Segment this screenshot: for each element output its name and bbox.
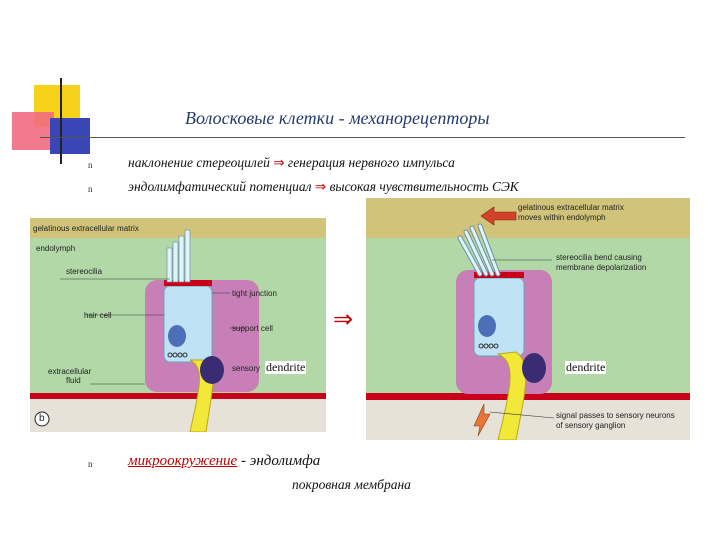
lower-fluid-right <box>366 400 690 440</box>
gel-matrix-layer <box>30 218 326 238</box>
bullet-2-cause: эндолимфатический потенциал <box>128 179 312 194</box>
movement-arrow <box>480 206 517 226</box>
decor-red-square <box>12 112 54 150</box>
gel-matrix-layer-right <box>366 198 690 238</box>
label-gel-right: gelatinous extracellular matrix <box>518 203 624 212</box>
membrane-line <box>30 393 326 399</box>
microenvironment-term: микроокружение <box>128 453 238 469</box>
left-hair-cell-diagram <box>30 218 326 432</box>
label-ganglion: of sensory ganglion <box>556 421 626 430</box>
label-moves: moves within endolymph <box>518 213 606 222</box>
label-gel-left: gelatinous extracellular matrix <box>33 224 139 233</box>
signal-arrow <box>473 403 491 437</box>
label-fluid: fluid <box>66 376 81 385</box>
bullet-2: эндолимфатический потенциал ⇒ высокая чу… <box>128 179 519 195</box>
label-depolarization: membrane depolarization <box>556 263 647 272</box>
dendrite-label-left: dendrite <box>265 360 307 374</box>
hair-cell <box>163 285 213 363</box>
bullet-marker-3: n <box>88 459 93 469</box>
endolymph-term: - эндолимфа <box>237 453 321 469</box>
bullet-1-effect: генерация нервного импульса <box>287 155 455 170</box>
slide-title: Волосковые клетки - механорецепторы <box>185 108 490 128</box>
tight-junction <box>164 280 212 286</box>
label-tight-junction: tight junction <box>232 289 277 298</box>
label-support-cell: support cell <box>232 324 273 333</box>
membrane-line-right <box>366 393 690 400</box>
label-endolymph: endolymph <box>36 244 76 253</box>
label-stereocilia-left: stereocilia <box>66 267 103 276</box>
bullet-2-effect: высокая чувствительность СЭК <box>329 179 519 194</box>
bullet-1-arrow: ⇒ <box>273 155 285 170</box>
decor-blue-square <box>50 118 90 154</box>
bullet-marker-2: n <box>88 184 93 194</box>
title-rule <box>40 137 685 138</box>
panel-badge <box>34 411 50 427</box>
right-hair-cell-diagram <box>366 198 690 440</box>
dendrite-ending <box>200 356 224 384</box>
dendrite-label-right: dendrite <box>565 360 607 374</box>
bullet-2-arrow: ⇒ <box>314 179 327 194</box>
bullet-1-cause: наклонение стереоцилей <box>128 155 270 170</box>
panel-letter: b <box>39 413 45 424</box>
label-hair-cell: hair cell <box>84 311 112 320</box>
label-sensory: sensory <box>232 364 261 373</box>
nucleus-right <box>478 315 496 337</box>
bullet-1: наклонение стереоцилей ⇒ генерация нервн… <box>128 155 455 171</box>
tectorial-membrane-term: покровная мембрана <box>292 477 411 492</box>
bullet-3: микроокружение - эндолимфа <box>128 453 320 470</box>
nucleus <box>168 325 186 347</box>
bullet-marker-1: n <box>88 160 93 170</box>
dendrite-ending-right <box>522 353 546 383</box>
label-extracellular: extracellular <box>48 367 92 376</box>
lower-fluid <box>30 399 326 432</box>
decor-vertical-line <box>60 78 62 164</box>
label-stereocilia-bend: stereocilia bend causing <box>556 253 642 262</box>
label-signal: signal passes to sensory neurons <box>556 411 675 420</box>
transition-arrow: ⇒ <box>333 307 354 333</box>
